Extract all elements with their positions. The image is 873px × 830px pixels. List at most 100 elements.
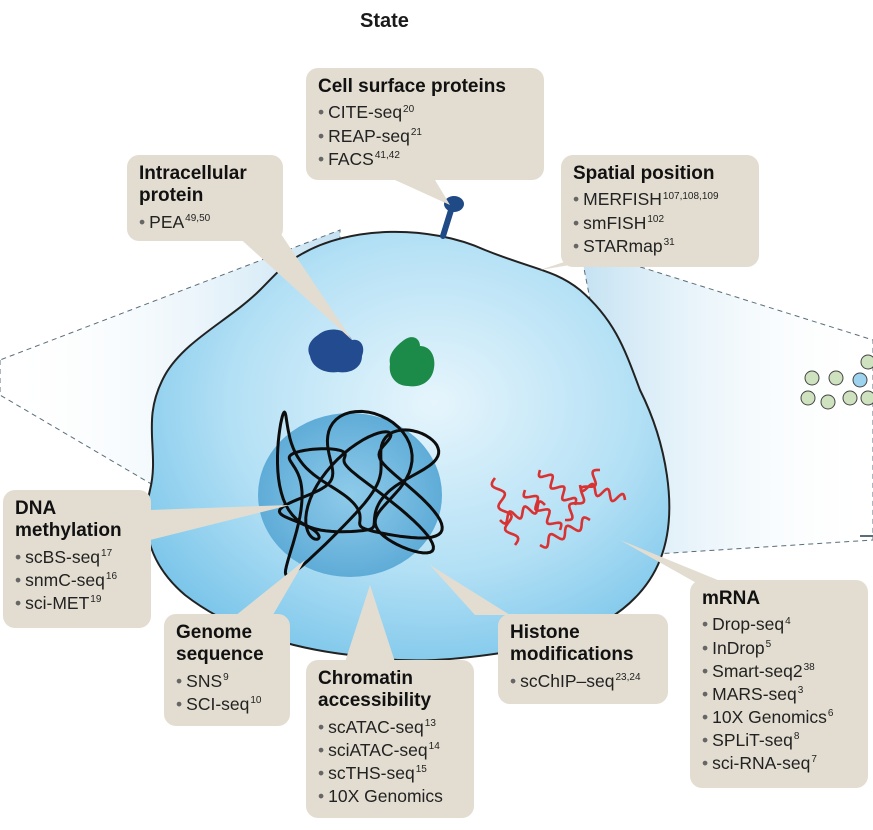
reference-number: 31: [663, 236, 675, 248]
neighbor-cell: [804, 370, 820, 386]
protein-blue: [308, 329, 364, 373]
bullet-icon: •: [318, 716, 325, 737]
mrna-strands: [490, 468, 627, 549]
bullet-icon: •: [318, 102, 325, 123]
method-label: FACS: [328, 148, 374, 169]
reference-number: 17: [101, 547, 113, 559]
pointer-genome: [230, 560, 305, 620]
mrna-strand: [578, 482, 627, 503]
receptor-head: [444, 196, 464, 212]
bullet-icon: •: [15, 593, 22, 613]
reference-number: 5: [765, 638, 772, 650]
method-item: •SPLiT-seq8: [702, 729, 856, 752]
box-title: Cell surface proteins: [318, 76, 506, 97]
method-item: •10X Genomics: [318, 785, 462, 808]
diagram-title: State: [360, 10, 409, 32]
neighbor-cell: [842, 390, 858, 406]
method-label: smFISH: [583, 212, 647, 233]
method-label: PEA: [149, 211, 185, 232]
mrna-strand: [539, 516, 591, 549]
method-item: •FACS41,42: [318, 148, 532, 171]
bullet-icon: •: [176, 693, 183, 714]
bullet-icon: •: [318, 148, 325, 169]
method-label: MARS-seq: [712, 683, 797, 704]
reference-number: 102: [647, 213, 665, 225]
method-label: MERFISH: [583, 189, 662, 210]
method-list: •Drop-seq4•InDrop5•Smart-seq238•MARS-seq…: [702, 613, 856, 775]
bullet-icon: •: [318, 763, 325, 783]
pointer-histone: [430, 565, 510, 615]
method-label: STARmap: [583, 235, 663, 256]
bullet-icon: •: [139, 211, 146, 232]
box-chromatin-accessibility: Chromatin accessibility •scATAC-seq13•sc…: [306, 660, 474, 818]
neighbor-cell: [860, 354, 873, 370]
method-item: •scTHS-seq15: [318, 762, 462, 785]
edge-dash: [860, 535, 873, 537]
method-list: •scBS-seq17•snmC-seq16•sci-MET19: [15, 546, 139, 615]
box-dna-methylation: DNA methylation •scBS-seq17•snmC-seq16•s…: [3, 490, 151, 628]
method-list: •PEA49,50: [139, 211, 271, 234]
neighbor-cells: [800, 354, 873, 410]
mrna-strand: [537, 469, 578, 506]
bullet-icon: •: [702, 614, 709, 635]
method-label: SCI-seq: [186, 693, 250, 714]
method-label: REAP-seq: [328, 125, 410, 146]
method-item: •sci-RNA-seq7: [702, 752, 856, 775]
box-title: Histone modifications: [510, 622, 634, 666]
bullet-icon: •: [318, 125, 325, 146]
box-cell-surface-proteins: Cell surface proteins •CITE-seq20•REAP-s…: [306, 68, 544, 180]
box-title: Intracellular protein: [139, 163, 247, 207]
method-item: •SNS9: [176, 670, 278, 693]
mrna-strand: [499, 499, 546, 526]
method-label: Smart-seq2: [712, 660, 803, 681]
bullet-icon: •: [318, 786, 325, 807]
box-title: Spatial position: [573, 163, 715, 184]
box-mrna: mRNA •Drop-seq4•InDrop5•Smart-seq238•MAR…: [690, 580, 868, 788]
method-item: •sci-MET19: [15, 592, 139, 615]
bullet-icon: •: [176, 670, 183, 691]
method-label: 10X Genomics: [328, 786, 443, 807]
method-item: •smFISH102: [573, 212, 747, 235]
method-label: SPLiT-seq: [712, 729, 793, 750]
bullet-icon: •: [702, 729, 709, 750]
method-item: •PEA49,50: [139, 211, 271, 234]
method-item: •REAP-seq21: [318, 125, 532, 148]
box-genome-sequence: Genome sequence •SNS9•SCI-seq10: [164, 614, 290, 726]
bullet-icon: •: [573, 235, 580, 256]
bullet-icon: •: [573, 212, 580, 233]
mrna-strand: [564, 468, 601, 522]
method-item: •CITE-seq20: [318, 101, 532, 124]
method-item: •scBS-seq17: [15, 546, 139, 569]
method-item: •STARmap31: [573, 235, 747, 258]
box-title: Genome sequence: [176, 622, 264, 666]
neighbor-cell: [800, 390, 816, 406]
method-item: •MARS-seq3: [702, 683, 856, 706]
method-label: snmC-seq: [25, 569, 105, 590]
reference-number: 41,42: [374, 149, 400, 161]
method-item: •sciATAC-seq14: [318, 739, 462, 762]
reference-number: 107,108,109: [662, 190, 719, 202]
method-item: •Smart-seq238: [702, 660, 856, 683]
reference-number: 15: [415, 764, 427, 776]
method-label: 10X Genomics: [712, 706, 827, 727]
highlighted-cell: [852, 372, 868, 388]
method-label: scATAC-seq: [328, 716, 424, 737]
reference-number: 49,50: [185, 212, 211, 224]
reference-number: 8: [793, 731, 800, 743]
bullet-icon: •: [702, 683, 709, 704]
bullet-icon: •: [702, 660, 709, 681]
reference-number: 20: [403, 103, 415, 115]
method-label: InDrop: [712, 637, 765, 658]
neighbor-cell: [820, 394, 836, 410]
bullet-icon: •: [573, 189, 580, 210]
box-intracellular-protein: Intracellular protein •PEA49,50: [127, 155, 283, 241]
reference-number: 14: [428, 741, 440, 753]
box-spatial-position: Spatial position •MERFISH107,108,109•smF…: [561, 155, 759, 267]
method-list: •CITE-seq20•REAP-seq21•FACS41,42: [318, 101, 532, 170]
method-label: scTHS-seq: [328, 763, 415, 783]
reference-number: 13: [424, 717, 436, 729]
box-title: DNA methylation: [15, 498, 122, 542]
bullet-icon: •: [510, 670, 517, 691]
chromatin-loop: [276, 409, 444, 577]
reference-number: 7: [811, 754, 817, 766]
